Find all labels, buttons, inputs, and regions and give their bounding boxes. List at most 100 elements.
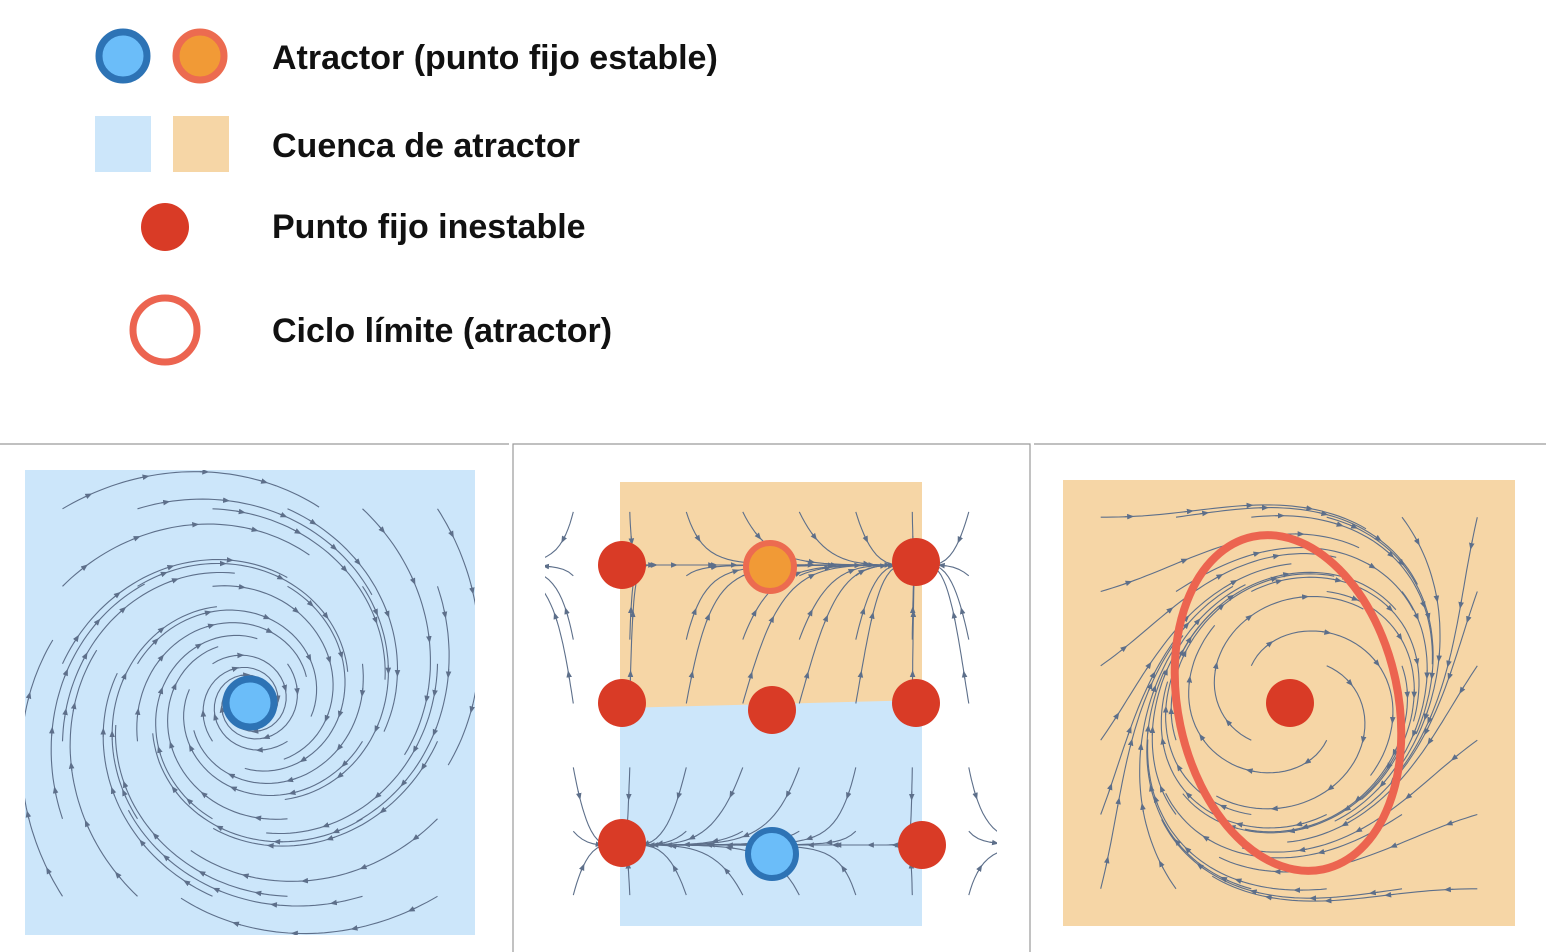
streamline-arrow [165, 565, 175, 571]
streamline-arrow [1433, 593, 1440, 603]
streamline-arrow [432, 687, 438, 698]
legend-limit-cycle-label: Ciclo límite (atractor) [272, 312, 613, 350]
streamline [1151, 584, 1246, 815]
streamline-arrow [1384, 891, 1394, 898]
streamline-arrow [1424, 726, 1430, 736]
unstable-point [1266, 679, 1314, 727]
streamline-arrow [236, 583, 246, 590]
streamline-arrow [412, 744, 419, 753]
streamline-arrow [688, 834, 697, 840]
streamline-arrow [1373, 658, 1380, 667]
streamline-arrow [62, 668, 68, 678]
streamline-arrow [1405, 792, 1413, 800]
streamline [968, 852, 997, 896]
streamline [1182, 739, 1403, 834]
streamline-arrow [1185, 791, 1193, 799]
streamline-arrow [1355, 826, 1364, 833]
streamline-arrow [122, 788, 128, 798]
streamline-arrow [374, 791, 382, 799]
streamline-arrow [1265, 641, 1274, 648]
streamline-arrow [822, 565, 832, 572]
streamline-arrow [1386, 550, 1395, 558]
streamline-arrow [294, 685, 300, 696]
streamline-arrow [561, 534, 568, 544]
streamline-arrow [306, 599, 314, 607]
streamline [1188, 624, 1328, 774]
streamline-arrow [1446, 658, 1452, 668]
streamline-arrow [110, 786, 117, 796]
streamline-arrow [1115, 797, 1121, 807]
streamline-arrow [169, 578, 179, 584]
streamline-arrow [157, 686, 164, 697]
streamline-arrow [672, 864, 679, 874]
streamline-arrow [118, 606, 127, 614]
streamline-arrow [258, 478, 269, 484]
streamline-arrow [825, 839, 835, 845]
streamline-arrow [261, 613, 271, 620]
streamline-arrow [1327, 784, 1335, 791]
streamlines-spiral [25, 470, 475, 935]
streamline-arrow [1420, 599, 1426, 609]
streamline-arrow [1427, 736, 1434, 745]
streamline-arrow [1162, 668, 1168, 678]
streamline-arrow [1184, 508, 1194, 515]
streamline-arrow [1318, 510, 1329, 516]
streamline-arrow [742, 831, 752, 838]
streamline-arrow [251, 728, 261, 734]
streamline-arrow [171, 786, 179, 794]
streamline [1241, 739, 1478, 853]
streamline-arrow [193, 643, 203, 650]
streamline [62, 471, 320, 510]
streamline-arrow [803, 671, 810, 681]
streamline [25, 639, 63, 897]
streamline [111, 606, 217, 820]
streamline [545, 511, 574, 558]
streamline [1100, 633, 1182, 889]
streamline-arrow [1149, 671, 1156, 680]
streamline-arrow [448, 529, 454, 538]
streamline-arrow [200, 709, 207, 720]
streamline [137, 498, 373, 596]
streamline-arrow [1186, 675, 1193, 686]
streamline-arrow [83, 493, 93, 499]
streamline-arrow [1226, 594, 1235, 601]
streamline-arrow [249, 526, 259, 532]
streamline [1139, 635, 1184, 890]
legend-orange-attractor-icon [172, 28, 228, 84]
streamline [1334, 591, 1428, 822]
streamline-arrow [1396, 632, 1403, 641]
streamline [137, 562, 349, 672]
streamline-arrow [229, 786, 239, 792]
streamline [155, 634, 258, 820]
streamline-arrow [754, 532, 762, 540]
streamline-arrow [400, 779, 408, 787]
streamline [212, 741, 438, 847]
streamline-arrow [1341, 820, 1350, 827]
streamline-arrow [723, 867, 731, 876]
streamline-arrow [1412, 728, 1418, 738]
streamline-arrow [1249, 889, 1260, 895]
streamline-arrow [301, 877, 311, 884]
streamline-arrow [1219, 804, 1229, 811]
legend-limit-cycle-icon [129, 294, 201, 366]
streamline-arrow [336, 771, 345, 779]
streamline-arrow [324, 713, 331, 723]
streamline-arrow [1159, 785, 1166, 795]
unstable-point [748, 686, 796, 734]
streamline-arrow [1251, 551, 1261, 557]
streamline [50, 583, 145, 819]
streamline-arrow [1127, 738, 1134, 748]
streamline-arrow [236, 508, 246, 515]
streamline-arrow [859, 607, 866, 617]
streamline-arrow [1469, 540, 1475, 550]
streamline-arrow [52, 786, 59, 796]
streamline-arrow [1397, 558, 1405, 567]
streamline-arrow [152, 832, 160, 840]
streamline [437, 508, 475, 766]
streamline [968, 830, 997, 844]
streamline-arrow [372, 615, 378, 625]
streamline-arrow [286, 776, 296, 783]
streamline-arrow [628, 535, 635, 546]
panel-limit-cycle [1063, 480, 1515, 926]
